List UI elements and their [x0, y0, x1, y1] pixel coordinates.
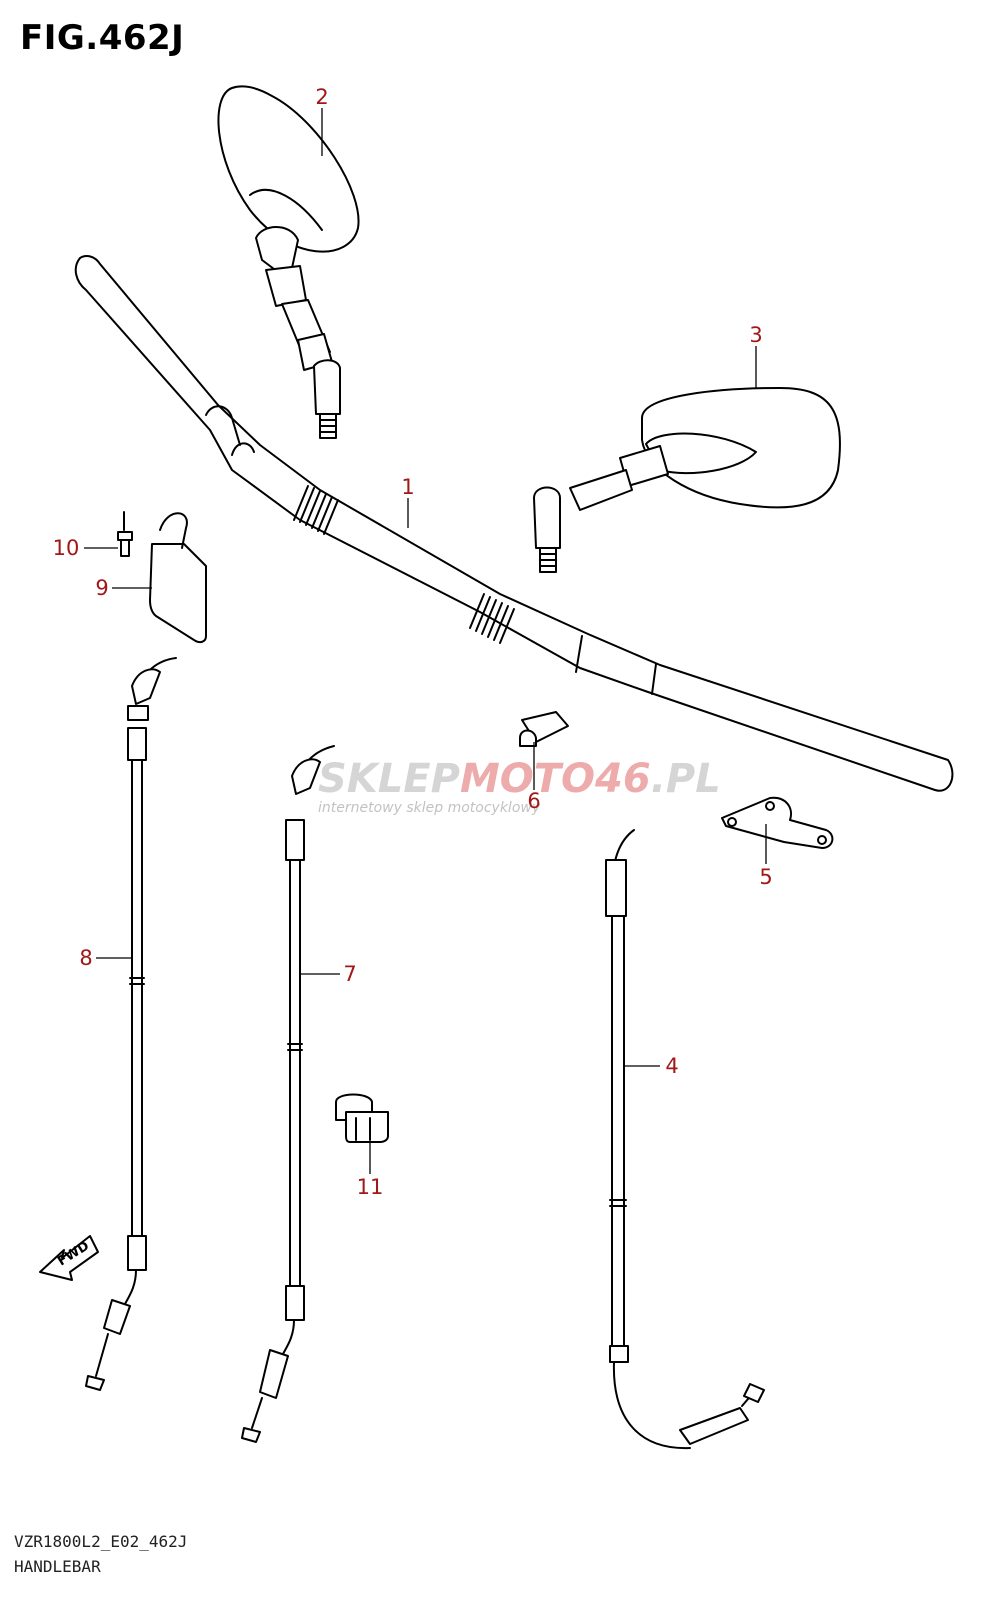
callout-part-6: 6	[527, 789, 540, 813]
mirror-right-part	[533, 387, 841, 573]
watermark: SKLEPMOTO46.PL internetowy sklep motocyk…	[318, 756, 721, 816]
callout-part-11: 11	[357, 1175, 384, 1199]
throttle-cable-2-part	[241, 745, 335, 1443]
cable-holder-part	[335, 1093, 389, 1143]
figure-name: HANDLEBAR	[14, 1557, 101, 1576]
callout-part-10: 10	[53, 536, 80, 560]
clutch-cable-part	[605, 829, 765, 1450]
callout-part-3: 3	[749, 323, 762, 347]
callout-part-9: 9	[95, 576, 108, 600]
svg-text:SKLEPMOTO46.PL: SKLEPMOTO46.PL	[318, 756, 721, 802]
screw-part	[117, 511, 133, 557]
holder-part	[149, 512, 207, 644]
watermark-brand-suffix: .PL	[651, 756, 721, 802]
callout-part-1: 1	[401, 475, 414, 499]
figure-title: FIG.462J	[20, 18, 185, 58]
watermark-tagline: internetowy sklep motocyklowy	[318, 800, 541, 816]
watermark-brand-prefix: SKLEP	[318, 756, 460, 802]
fwd-arrow: FWD	[39, 1235, 99, 1281]
leader-lines	[84, 108, 767, 1174]
clamp-part	[519, 711, 569, 747]
callout-part-7: 7	[343, 962, 356, 986]
callout-part-4: 4	[665, 1054, 678, 1078]
watermark-brand-accent: MOTO46	[460, 756, 651, 802]
mirror-left-part	[217, 85, 360, 439]
callout-part-5: 5	[759, 865, 772, 889]
figure-code: VZR1800L2_E02_462J	[14, 1532, 188, 1551]
callout-part-8: 8	[79, 946, 92, 970]
throttle-cable-1-part	[85, 657, 177, 1391]
handlebar-knurl-left	[293, 485, 339, 535]
handlebar-knurl-right	[469, 593, 515, 644]
bracket-part	[721, 796, 834, 849]
callout-1-part-2: 2	[315, 85, 328, 109]
handlebar-part	[74, 255, 954, 792]
callouts: 2 3 1 10 9 6 5 8 7 4 11	[53, 85, 773, 1199]
